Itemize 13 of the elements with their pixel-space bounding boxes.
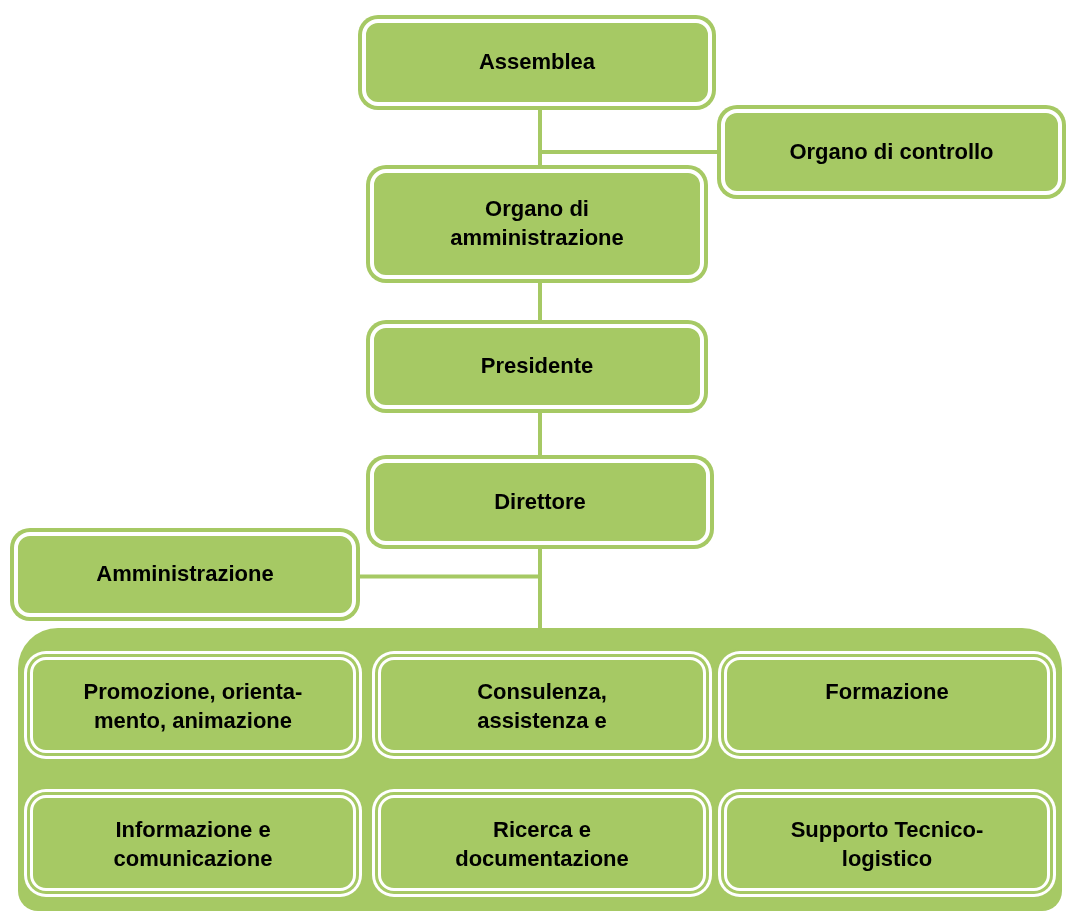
box-label: Ricerca e documentazione [454, 816, 630, 873]
box-label: Direttore [494, 487, 586, 516]
box-label: Supporto Tecnico-logistico [789, 816, 985, 873]
box-label: Organo di amministrazione [449, 195, 625, 252]
group-panel [18, 628, 1062, 911]
box-label: Informazione e comunicazione [112, 816, 274, 873]
box-label: Assemblea [478, 48, 596, 77]
box-label: Organo di controllo [789, 137, 994, 166]
box-label: Promozione, orienta- mento, animazione [82, 678, 304, 735]
box-label: Consulenza, assistenza e [476, 678, 608, 735]
box-label: Formazione [825, 678, 949, 706]
box-label: Amministrazione [96, 560, 274, 589]
box-label: Presidente [480, 352, 594, 381]
